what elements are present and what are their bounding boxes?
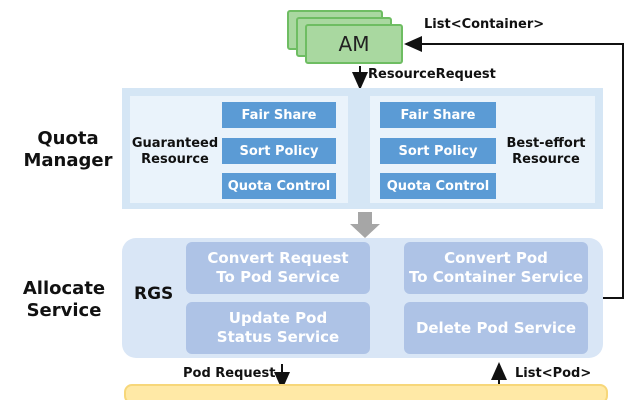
convert-pod-line1: Convert Pod bbox=[444, 249, 548, 267]
bottom-layer-bar bbox=[124, 384, 608, 400]
update-pod-line2: Status Service bbox=[216, 328, 340, 346]
convert-pod-line2: To Container Service bbox=[408, 268, 584, 286]
quota-manager-title-line1: Quota bbox=[37, 128, 99, 149]
list-pod-label: List<Pod> bbox=[515, 366, 592, 381]
best-effort-resource-group: Fair Share Sort Policy Quota Control Bes… bbox=[370, 96, 595, 203]
allocate-service-title-line2: Service bbox=[26, 300, 102, 321]
update-pod-status-service: Update Pod Status Service bbox=[186, 302, 370, 354]
convert-request-line2: To Pod Service bbox=[216, 268, 340, 286]
guaranteed-quota-control: Quota Control bbox=[222, 173, 336, 199]
convert-pod-service: Convert Pod To Container Service bbox=[404, 242, 588, 294]
am-label: AM bbox=[338, 32, 370, 56]
best-effort-sort-policy: Sort Policy bbox=[380, 138, 496, 164]
update-pod-line1: Update Pod bbox=[228, 309, 328, 327]
guaranteed-resource-group: Guaranteed Resource Fair Share Sort Poli… bbox=[130, 96, 348, 203]
delete-pod-line1: Delete Pod Service bbox=[415, 318, 577, 337]
quota-manager-title-line2: Manager bbox=[23, 150, 113, 171]
pod-request-label: Pod Request bbox=[183, 366, 276, 381]
guaranteed-resource-title: Guaranteed Resource bbox=[130, 136, 220, 168]
allocate-service-title: Allocate Service bbox=[14, 278, 114, 322]
flow-down-arrow bbox=[350, 212, 380, 238]
rgs-label: RGS bbox=[134, 284, 174, 304]
best-effort-title-line1: Best-effort bbox=[506, 136, 586, 151]
best-effort-fair-share: Fair Share bbox=[380, 102, 496, 128]
delete-pod-service: Delete Pod Service bbox=[404, 302, 588, 354]
quota-manager-title: Quota Manager bbox=[18, 128, 118, 172]
guaranteed-title-line2: Resource bbox=[141, 152, 209, 167]
best-effort-resource-title: Best-effort Resource bbox=[498, 136, 594, 168]
guaranteed-title-line1: Guaranteed bbox=[131, 136, 219, 151]
am-card-front: AM bbox=[305, 24, 403, 64]
quota-manager-panel: Guaranteed Resource Fair Share Sort Poli… bbox=[122, 88, 603, 209]
rgs-panel: RGS Convert Request To Pod Service Conve… bbox=[122, 238, 603, 358]
guaranteed-sort-policy: Sort Policy bbox=[222, 138, 336, 164]
best-effort-title-line2: Resource bbox=[512, 152, 580, 167]
guaranteed-fair-share: Fair Share bbox=[222, 102, 336, 128]
list-container-label: List<Container> bbox=[424, 17, 545, 32]
best-effort-quota-control: Quota Control bbox=[380, 173, 496, 199]
resource-request-label: ResourceRequest bbox=[368, 67, 496, 82]
convert-request-line1: Convert Request bbox=[207, 249, 349, 267]
list-container-arrow bbox=[404, 36, 624, 299]
allocate-service-title-line1: Allocate bbox=[22, 278, 106, 299]
convert-request-service: Convert Request To Pod Service bbox=[186, 242, 370, 294]
